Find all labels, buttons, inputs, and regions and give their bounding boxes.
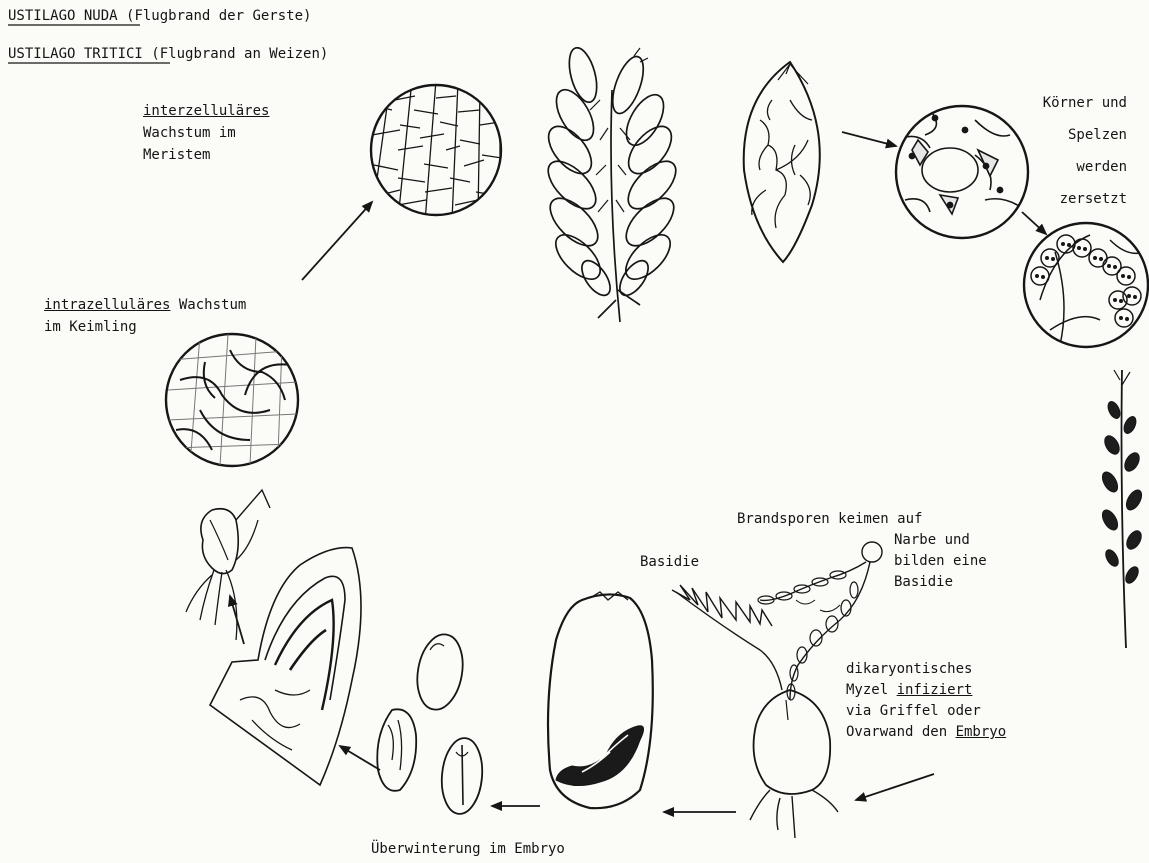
decompose-line-2: Spelzen [1043, 119, 1127, 151]
decompose-line-1: Körner und [1043, 87, 1127, 119]
embryo-section [210, 548, 361, 785]
title-nuda-note: (Flugbrand der Gerste) [126, 8, 311, 24]
keimling-after: Wachstum [179, 297, 246, 313]
infection-line-3: via Griffel oder [846, 701, 1006, 722]
spores-cells [1024, 223, 1148, 347]
label-germinate: Brandsporen keimen auf Narbe und bilden … [737, 509, 987, 593]
title-ustilago-nuda: USTILAGO NUDA (Flugbrand der Gerste) [8, 5, 311, 27]
label-decompose: Körner und Spelzen werden zersetzt [1043, 87, 1127, 215]
overwinter-text: Überwinterung im Embryo [371, 841, 565, 857]
grains [377, 631, 485, 816]
meristem-line-2: Wachstum im [143, 122, 269, 144]
smut-spike [1099, 370, 1144, 648]
ovary [750, 690, 838, 838]
arrow-to-spores [1022, 212, 1046, 234]
keimling-keyword: intrazelluläres [44, 297, 170, 313]
arrow-to-seedling [230, 596, 244, 644]
title-nuda-name: USTILAGO NUDA [8, 8, 118, 24]
germinate-line-2: Narbe und [737, 530, 987, 551]
label-basidie: Basidie [640, 551, 699, 573]
infection-embryo-word: Embryo [956, 724, 1007, 740]
seedling-cells [166, 334, 300, 466]
label-overwinter: Überwinterung im Embryo [371, 838, 565, 860]
title-tritici-name: USTILAGO TRITICI [8, 46, 143, 62]
meristem-line-3: Meristem [143, 144, 269, 166]
label-keimling: intrazelluläres Wachstum im Keimling [44, 294, 246, 338]
cells-decomposing [896, 106, 1028, 238]
infection-line-1: dikaryontisches [846, 659, 1006, 680]
germinate-line-3: bilden eine [737, 551, 987, 572]
meristem-keyword: interzelluläres [143, 100, 269, 122]
infected-grain [744, 62, 820, 262]
title-ustilago-tritici: USTILAGO TRITICI (Flugbrand an Weizen) [8, 43, 328, 65]
arrow-to-section [340, 746, 380, 770]
meristem-cells [371, 80, 502, 222]
decompose-line-4: zersetzt [1043, 183, 1127, 215]
label-infection: dikaryontisches Myzel infiziert via Grif… [846, 659, 1006, 743]
arrow-to-cells [842, 132, 896, 146]
title-tritici-note: (Flugbrand an Weizen) [151, 46, 328, 62]
arrow-to-meristem [302, 202, 372, 280]
germinate-line-1: Brandsporen keimen auf [737, 509, 987, 530]
decompose-line-3: werden [1043, 151, 1127, 183]
label-meristem: interzelluläres Wachstum im Meristem [143, 100, 269, 166]
seedling [186, 490, 270, 640]
infection-line-4-pre: Ovarwand den [846, 724, 956, 740]
basidie-text: Basidie [640, 554, 699, 570]
infection-line-2-pre: Myzel [846, 682, 897, 698]
keimling-line-2: im Keimling [44, 316, 246, 338]
barley-ear [540, 45, 684, 322]
arrow-to-ovary [856, 774, 934, 800]
germinate-line-4: Basidie [737, 572, 987, 593]
seed-with-embryo [548, 592, 653, 808]
infection-keyword: infiziert [897, 682, 973, 698]
